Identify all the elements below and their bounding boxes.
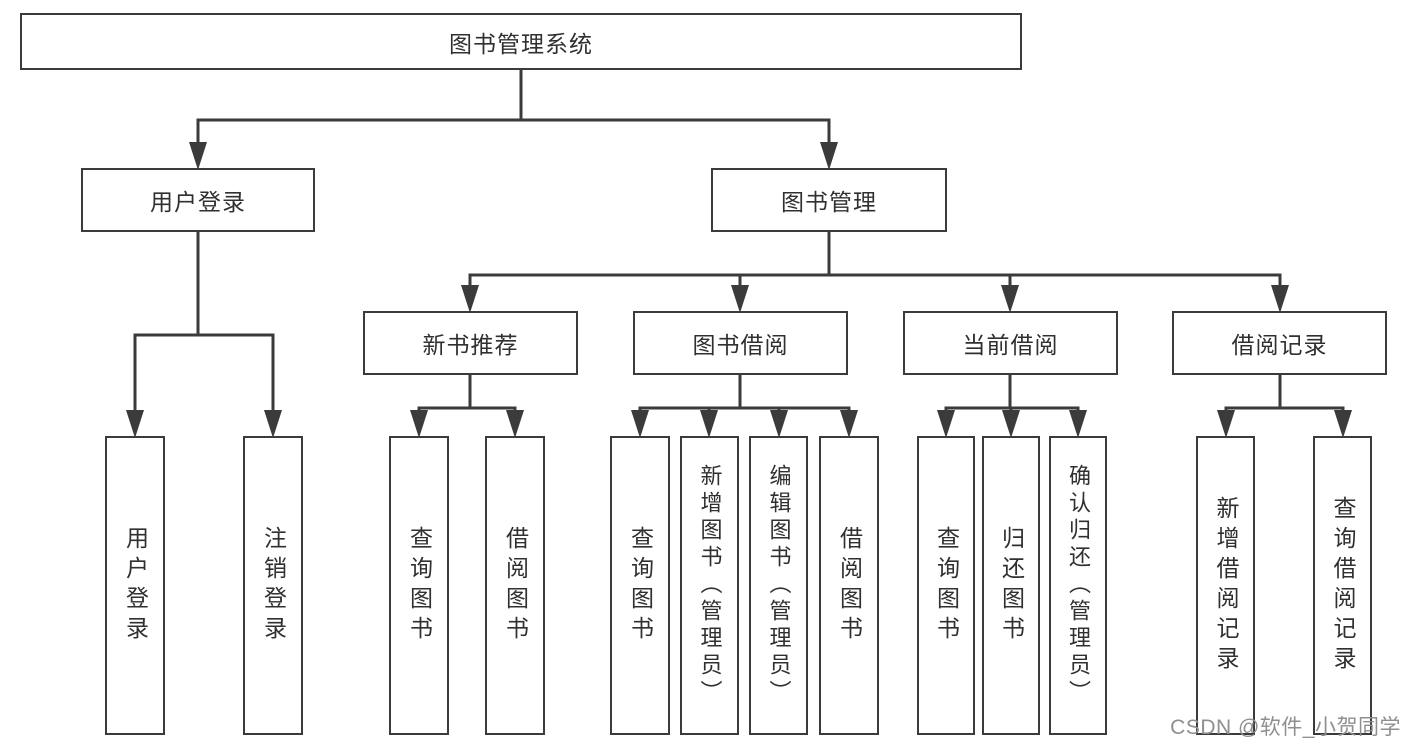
- csdn-watermark: CSDN @软件_小贺同学: [1170, 716, 1401, 739]
- node-book-borrow: 图书借阅: [633, 311, 848, 375]
- node-borrow-record: 借阅记录: [1172, 311, 1387, 375]
- leaf-query-books-recommend: 查询图书: [389, 436, 449, 735]
- node-root-system: 图书管理系统: [20, 13, 1022, 70]
- leaf-add-borrow-record: 新增借阅记录: [1196, 436, 1255, 735]
- leaf-query-books-current: 查询图书: [917, 436, 975, 735]
- leaf-query-borrow-record: 查询借阅记录: [1313, 436, 1372, 735]
- leaf-return-books: 归还图书: [982, 436, 1040, 735]
- arrowhead-icons: [126, 142, 1352, 438]
- leaf-borrow-books: 借阅图书: [819, 436, 879, 735]
- leaf-borrow-books-recommend: 借阅图书: [485, 436, 545, 735]
- leaf-logout: 注销登录: [243, 436, 303, 735]
- leaf-add-books-admin: 新增图书（管理员）: [680, 436, 739, 735]
- node-new-book-recommend: 新书推荐: [363, 311, 578, 375]
- node-user-login-branch: 用户登录: [81, 168, 315, 232]
- node-current-borrow: 当前借阅: [903, 311, 1118, 375]
- leaf-edit-books-admin: 编辑图书（管理员）: [749, 436, 808, 735]
- leaf-user-login: 用户登录: [105, 436, 165, 735]
- leaf-confirm-return-admin: 确认归还（管理员）: [1049, 436, 1107, 735]
- node-book-management-branch: 图书管理: [711, 168, 947, 232]
- leaf-query-books-borrow: 查询图书: [610, 436, 670, 735]
